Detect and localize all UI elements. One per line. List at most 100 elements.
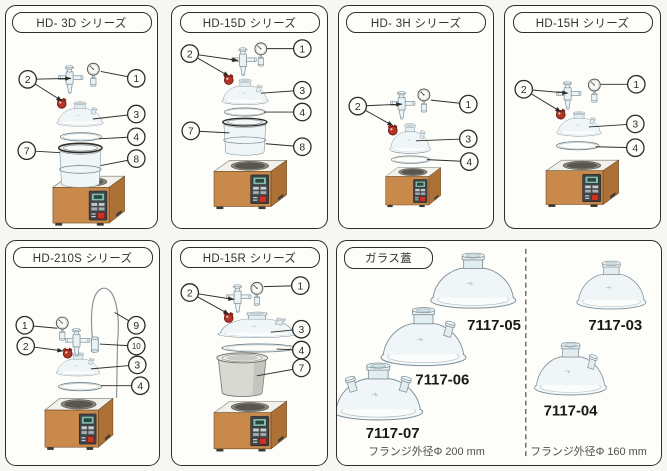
callout-1: 1 (430, 94, 478, 114)
lid-7117-05-illustration (430, 252, 517, 309)
bath-unit-illustration (44, 398, 114, 451)
tube-loop-illustration (90, 287, 119, 398)
panel-hd-15h-series: HD-15H シリーズ 2 1 3 4 (504, 5, 661, 229)
callouts-group: 2 1 3 4 (348, 94, 479, 171)
o-ring-illustration (556, 141, 600, 151)
svg-text:4: 4 (632, 143, 638, 154)
callouts-group: 2 1 3 4 (514, 74, 646, 158)
callout-4: 4 (263, 102, 312, 122)
svg-text:2: 2 (23, 342, 29, 353)
callout-2: 2 (348, 96, 403, 127)
flange-caption-right: フランジ外径Φ 160 mm (530, 445, 647, 458)
panel-title-pill: HD-15R シリーズ (179, 247, 320, 268)
o-ring-illustration (223, 107, 266, 117)
panel-title: HD-210S シリーズ (32, 252, 133, 265)
lid-7117-07-illustration (337, 363, 423, 420)
panel-glass-lids: ガラス蓋 7117-05 7117-03 7117-06 7117-04 711… (336, 240, 662, 466)
panel-title-pill: ガラス蓋 (344, 247, 433, 269)
callout-1: 1 (100, 68, 146, 88)
callout-2: 2 (180, 283, 235, 315)
o-ring-illustration (390, 155, 431, 164)
panel-title: HD- 3D シリーズ (36, 17, 127, 30)
callout-7: 7 (256, 358, 311, 378)
o-ring-illustration (58, 382, 103, 392)
callout-4: 4 (595, 138, 645, 158)
stopcock-valve-illustration (57, 65, 84, 94)
svg-text:8: 8 (133, 154, 139, 165)
callout-4: 4 (426, 152, 479, 171)
panel-title: HD-15H シリーズ (535, 17, 630, 30)
bath-unit-illustration (545, 159, 619, 208)
callout-1: 1 (263, 276, 310, 295)
flange-caption-left: フランジ外径Φ 200 mm (368, 445, 485, 458)
svg-text:2: 2 (521, 85, 527, 96)
panel-title-pill: HD-15H シリーズ (512, 12, 653, 33)
panel-hd-3h-series: HD- 3H シリーズ 2 1 3 4 (338, 5, 494, 229)
glass-vessel-illustration (57, 142, 103, 189)
svg-text:2: 2 (355, 102, 361, 113)
callout-3: 3 (260, 80, 312, 100)
callout-3: 3 (588, 114, 645, 134)
diagram-hd-3h: 2 1 3 4 (348, 88, 479, 208)
pressure-gauge-illustration (417, 88, 431, 113)
pressure-gauge-illustration (55, 316, 69, 341)
callout-3: 3 (90, 355, 147, 375)
callout-8: 8 (100, 149, 146, 168)
callout-2: 2 (514, 79, 569, 113)
svg-text:7: 7 (188, 127, 194, 138)
stopcock-valve-illustration (555, 80, 582, 110)
callout-4: 4 (100, 376, 150, 396)
lid-7117-03-illustration (576, 260, 647, 310)
callout-2: 2 (180, 44, 239, 77)
callout-2: 2 (16, 336, 64, 356)
callout-10: 10 (99, 336, 146, 356)
svg-text:7: 7 (298, 364, 304, 375)
svg-text:2: 2 (187, 288, 193, 299)
svg-text:4: 4 (466, 157, 472, 168)
svg-text:1: 1 (297, 281, 303, 292)
svg-text:1: 1 (22, 321, 28, 332)
bath-unit-illustration (213, 159, 287, 210)
svg-text:10: 10 (132, 342, 141, 351)
svg-text:4: 4 (299, 108, 305, 119)
panel-title: HD-15R シリーズ (202, 252, 297, 265)
pressure-gauge-illustration (250, 281, 264, 307)
callout-3: 3 (415, 129, 478, 149)
svg-text:7: 7 (24, 146, 30, 157)
part-code: 7117-06 (415, 373, 469, 389)
callout-7: 7 (17, 141, 61, 161)
lid-7117-06-illustration (381, 308, 466, 366)
panel-title-pill: HD-15D シリーズ (179, 12, 320, 33)
part-code: 7117-04 (544, 403, 599, 419)
metal-vessel-illustration (216, 352, 269, 397)
svg-text:3: 3 (299, 86, 305, 97)
glass-vessel-illustration (221, 117, 268, 156)
panel-title-pill: HD- 3D シリーズ (11, 12, 152, 33)
callout-2: 2 (18, 69, 72, 102)
svg-text:3: 3 (632, 120, 638, 131)
svg-text:1: 1 (133, 74, 139, 85)
svg-text:1: 1 (465, 100, 471, 111)
panel-title: ガラス蓋 (365, 253, 412, 265)
tube-fitting-illustration (90, 336, 99, 353)
callout-4: 4 (98, 127, 146, 147)
bath-unit-illustration (385, 167, 441, 208)
svg-text:2: 2 (25, 75, 31, 86)
panel-title-pill: HD- 3H シリーズ (346, 12, 486, 33)
svg-text:1: 1 (633, 80, 639, 91)
svg-text:4: 4 (137, 381, 143, 392)
svg-text:3: 3 (465, 135, 471, 146)
callout-1: 1 (600, 74, 646, 94)
panel-title: HD- 3H シリーズ (370, 17, 462, 30)
